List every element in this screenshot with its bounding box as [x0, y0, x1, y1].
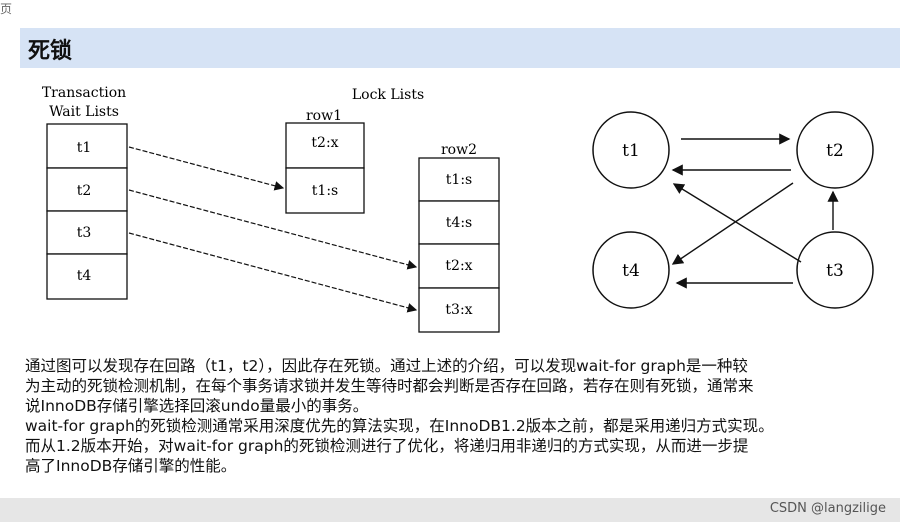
row2-entry: t3:x	[445, 302, 472, 318]
paragraph-line: 高了InnoDB存储引擎的性能。	[25, 457, 237, 475]
wait-cell	[46, 167, 128, 212]
section-title: 死锁	[28, 39, 73, 64]
paragraph-line: 说InnoDB存储引擎选择回滚undo量最小的事务。	[25, 397, 369, 415]
footer-bar: CSDN @langzilige	[0, 498, 900, 522]
wait-arrow	[128, 146, 285, 191]
wait-arrow	[128, 232, 418, 313]
row2-entry: t4:s	[446, 215, 472, 231]
wait-cell	[46, 253, 128, 300]
row2-list: row2 t1:s t4:s t2:x t3:x	[418, 142, 500, 333]
lock-lists-title: Lock Lists	[352, 87, 424, 103]
graph-node-label: t3	[826, 261, 844, 281]
graph-node-label: t2	[826, 141, 844, 161]
graph-node	[796, 231, 874, 309]
wait-cell-label: t1	[77, 140, 92, 156]
graph-node	[796, 111, 874, 189]
paragraph-line: 为主动的死锁检测机制，在每个事务请求锁并发生等待时都会判断是否存在回路，若存在则…	[25, 377, 754, 395]
graph-edge	[671, 182, 794, 265]
paragraph-line: 通过图可以发现存在回路（t1，t2），因此存在死锁。通过上述的介绍，可以发现wa…	[25, 357, 748, 375]
paragraph-line: 而从1.2版本开始，对wait-for graph的死锁检测进行了优化，将递归用…	[25, 437, 749, 455]
wait-cell-label: t2	[77, 183, 92, 199]
graph-node-label: t4	[622, 261, 640, 281]
deadlock-figure: Transaction Wait Lists t1 t2 t3 t4 Lock …	[42, 85, 874, 333]
row1-cell	[285, 167, 365, 214]
graph-node	[592, 231, 670, 309]
watermark: CSDN @langzilige	[769, 501, 886, 516]
graph-edge	[672, 183, 802, 263]
row2-entry: t1:s	[446, 172, 472, 188]
row2-label: row2	[441, 142, 477, 158]
row1-entry: t2:x	[311, 135, 338, 151]
wait-cell-label: t4	[77, 268, 92, 284]
wait-cell	[46, 123, 128, 169]
row2-cell	[418, 200, 500, 245]
wait-lists-title-1: Transaction	[42, 85, 126, 101]
row2-entry: t2:x	[445, 258, 472, 274]
row1-entry: t1:s	[312, 183, 338, 199]
body-paragraph: 通过图可以发现存在回路（t1，t2），因此存在死锁。通过上述的介绍，可以发现wa…	[25, 356, 900, 476]
row1-list: row1 t2:x t1:s	[285, 108, 365, 214]
wait-arrow	[128, 189, 418, 270]
corner-mark: 页	[0, 2, 13, 16]
row2-cell	[418, 287, 500, 333]
graph-node-label: t1	[622, 141, 640, 161]
paragraph-line: wait-for graph的死锁检测通常采用深度优先的算法实现，在InnoDB…	[25, 417, 774, 435]
section-header: 死锁	[20, 28, 900, 68]
wait-for-graph: t1 t2 t4 t3	[592, 111, 874, 309]
wait-lists-title-2: Wait Lists	[49, 104, 119, 120]
wait-list-column: t1 t2 t3 t4	[46, 123, 128, 300]
graph-node	[592, 111, 670, 189]
row1-label: row1	[306, 108, 342, 124]
wait-cell-label: t3	[77, 225, 92, 241]
